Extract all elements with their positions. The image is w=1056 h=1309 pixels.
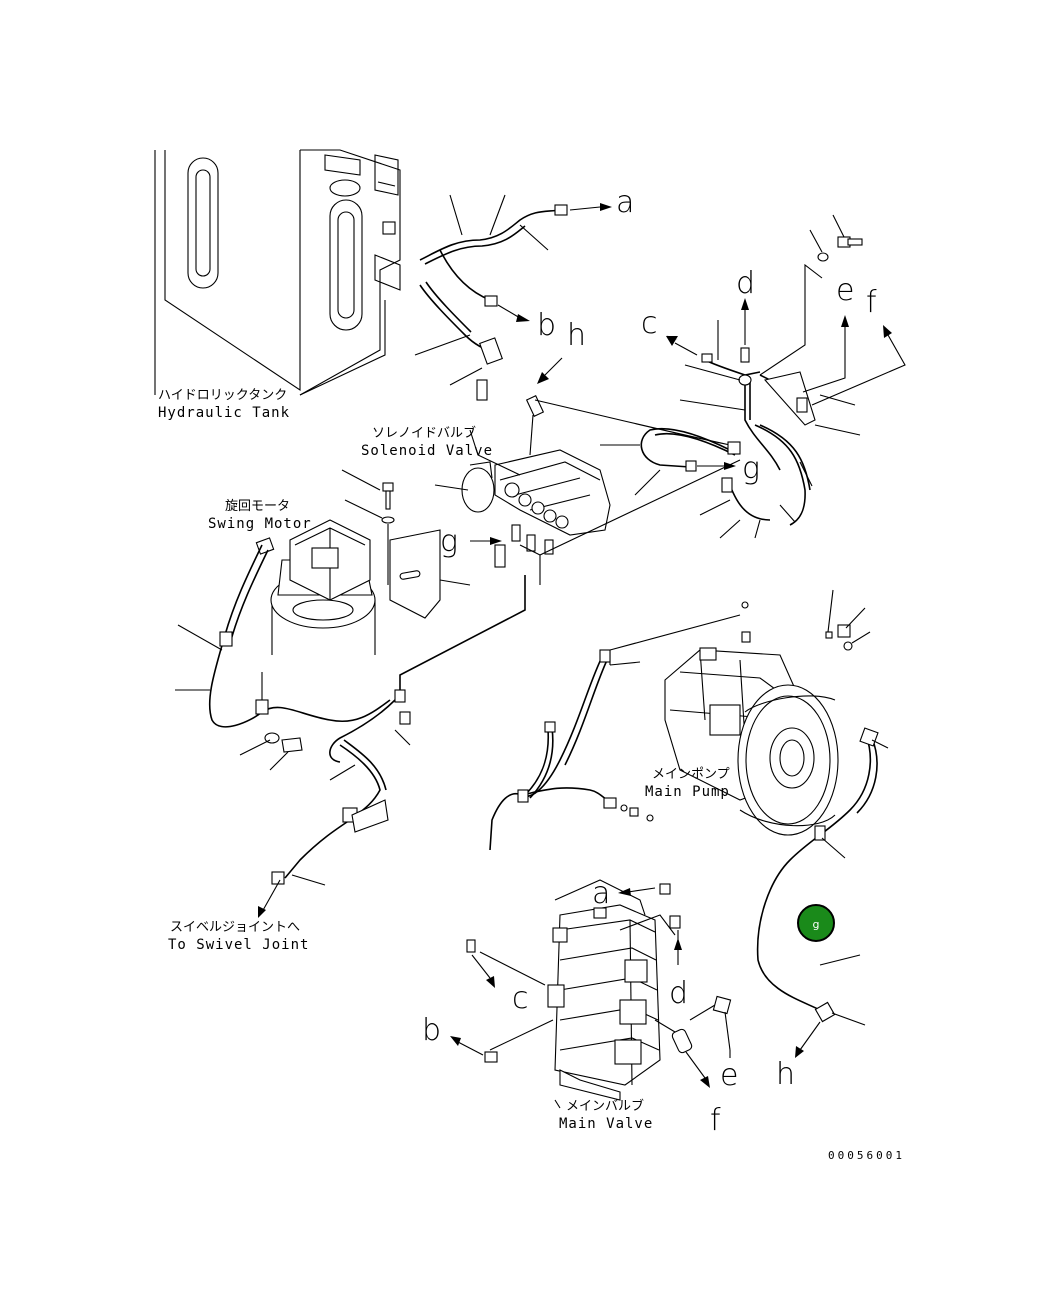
- connection-letter-g-right: g: [742, 451, 760, 486]
- connection-letter-b-top: b: [537, 308, 556, 343]
- arrow-d-top: [741, 298, 749, 345]
- hydraulic-tank-label-jp: ハイドロリックタンク: [158, 388, 287, 403]
- arrow-g-left: [470, 537, 502, 545]
- swing-hoses: [175, 544, 526, 886]
- connection-letter-d-top: d: [736, 266, 755, 301]
- arrow-swivel-joint: [258, 879, 281, 918]
- arrow-g-right: [697, 462, 736, 470]
- connection-letter-e-top: e: [836, 273, 854, 308]
- arrow-f-bottom: [685, 1051, 710, 1088]
- drawing-number: 00056001: [828, 1149, 905, 1162]
- connection-letter-f-top: f: [866, 285, 877, 320]
- arrow-a-bottom: [618, 887, 656, 896]
- tank-hoses: [414, 194, 568, 401]
- connection-letter-f-bottom: f: [710, 1103, 721, 1138]
- solenoid-valve-label-jp: ソレノイドバルブ: [372, 425, 476, 441]
- swivel-joint-label-jp: スイベルジョイントへ: [170, 920, 300, 935]
- connection-letter-c-bottom: c: [512, 981, 529, 1016]
- solenoid-valve-label-en: Solenoid Valve: [361, 443, 493, 459]
- arrow-c-bottom: [471, 954, 495, 988]
- pump-hoses: [489, 649, 889, 1026]
- swing-motor: [255, 519, 376, 655]
- connection-letter-e-bottom: e: [720, 1058, 738, 1093]
- pilot-hoses-right: [519, 214, 863, 585]
- hydraulic-tank: [154, 149, 401, 396]
- arrow-b-top: [497, 304, 530, 322]
- swivel-joint-label-en: To Swivel Joint: [168, 937, 309, 953]
- swing-motor-label-en: Swing Motor: [208, 516, 312, 532]
- connection-letter-b-bottom: b: [422, 1013, 441, 1048]
- main-valve-label-jp: メインバルブ: [566, 1098, 644, 1114]
- arrow-h-bottom: [795, 1021, 821, 1058]
- hydraulic-tank-label-en: Hydraulic Tank: [158, 405, 290, 421]
- connection-letter-a-bottom: a: [592, 876, 610, 911]
- connection-letter-c-top: c: [641, 306, 658, 341]
- main-pump-label-jp: メインポンプ: [652, 767, 730, 782]
- highlight-marker[interactable]: g: [797, 904, 835, 942]
- main-pump: [609, 589, 871, 836]
- arrow-c-top: [666, 335, 698, 356]
- arrow-h-top: [537, 357, 563, 384]
- arrow-e-top: [802, 315, 849, 393]
- arrow-d-bottom: [674, 930, 682, 965]
- bolt-washer-bracket: [341, 469, 471, 619]
- arrow-b-bottom: [450, 1036, 484, 1056]
- arrow-a-top: [569, 203, 612, 211]
- main-valve: [466, 879, 861, 1109]
- marker-label: g: [813, 918, 820, 931]
- main-pump-label-en: Main Pump: [645, 784, 730, 800]
- connection-letter-d-bottom: d: [669, 976, 688, 1011]
- connection-letter-h-top: h: [567, 318, 586, 353]
- connection-letter-a-top: a: [616, 185, 634, 220]
- connection-letter-g-left: g: [440, 524, 458, 559]
- swing-motor-label-jp: 旋回モータ: [225, 499, 290, 514]
- arrow-f-top: [811, 325, 906, 406]
- solenoid-valve: [434, 394, 731, 568]
- main-valve-label-en: Main Valve: [559, 1116, 653, 1132]
- connection-letter-h-bottom: h: [776, 1057, 795, 1092]
